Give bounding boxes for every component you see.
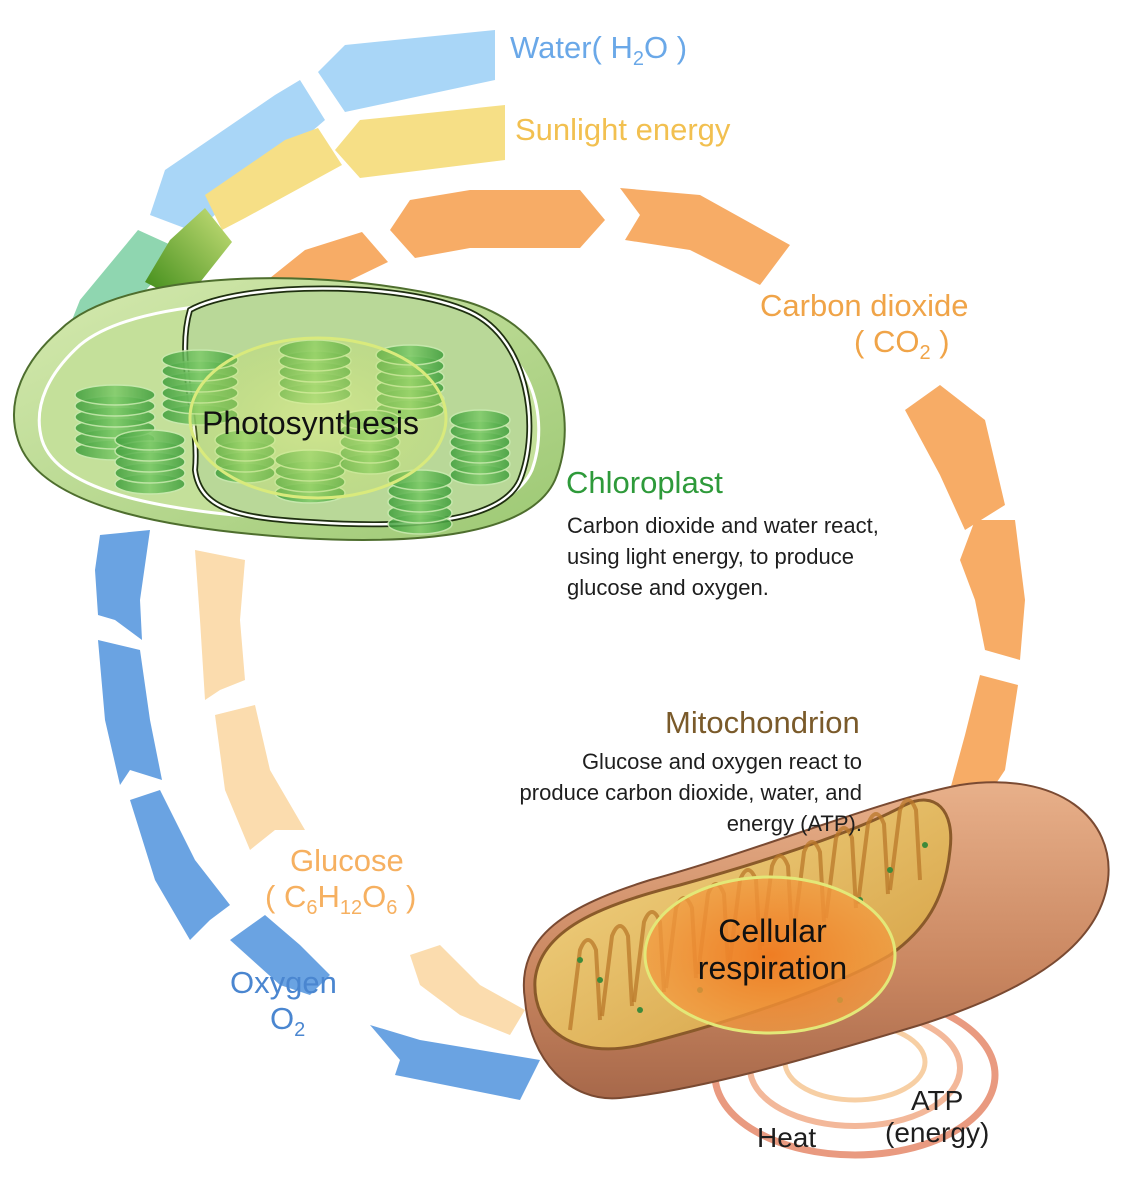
matrix-granule	[577, 957, 583, 963]
water-arrow-2	[150, 80, 325, 232]
mitochondrion-illustration	[522, 781, 1110, 1159]
chloroplast-description-line: glucose and oxygen.	[567, 575, 769, 600]
water-arrow-1	[318, 30, 495, 112]
sunlight-label: Sunlight energy	[515, 112, 731, 147]
crista-fold	[568, 938, 602, 1031]
oxygen-arrow-1	[95, 530, 150, 640]
co2-arrow-4	[905, 385, 1005, 530]
oxygen-arrow-3	[130, 790, 230, 940]
photosynthesis-glow	[188, 336, 448, 500]
water-label: Water( H2O )	[510, 30, 688, 71]
crista-fold	[792, 840, 826, 933]
crista-fold	[824, 826, 858, 919]
chloroplast-cutaway-edge	[183, 287, 531, 526]
oxygen-arrow-5	[370, 1025, 540, 1100]
oxygen-label: Oxygen O2	[230, 965, 337, 1041]
photosynthesis-label: Photosynthesis	[202, 405, 420, 441]
co2-arrow-5	[960, 520, 1025, 660]
thylakoid-disc	[449, 409, 511, 431]
sunlight-arrow-2	[205, 128, 342, 230]
mitochondrion-description-line: energy (ATP).	[726, 811, 862, 836]
thylakoid-disc	[114, 429, 186, 451]
mitochondrion-title: Mitochondrion	[665, 705, 860, 740]
oxygen-arrow-2	[98, 640, 162, 785]
carbon-dioxide-label: Carbon dioxide ( CO2 )	[760, 288, 969, 364]
matrix-granule	[922, 842, 928, 848]
matrix-granule	[597, 977, 603, 983]
chloroplast-description: Carbon dioxide and water react, using li…	[567, 510, 879, 603]
matrix-granule	[887, 867, 893, 873]
co2-arrow-2	[620, 188, 790, 285]
matrix-granule	[637, 1007, 643, 1013]
mitochondrion-description-line: produce carbon dioxide, water, and	[519, 780, 862, 805]
glucose-arrow-2	[215, 705, 305, 850]
chloroplast-illustration	[13, 277, 566, 541]
heat-label: Heat	[757, 1122, 817, 1153]
crista-fold	[760, 854, 794, 947]
crista-fold	[888, 798, 922, 891]
glucose-arrow-3	[410, 945, 525, 1035]
cellular-respiration-glow	[643, 875, 897, 1035]
glucose-label: Glucose ( C6H12O6 )	[265, 843, 417, 919]
crista-fold	[856, 812, 890, 905]
mitochondrion-description: Glucose and oxygen react to produce carb…	[520, 746, 862, 839]
co2-arrow-6	[950, 675, 1018, 800]
sunlight-arrow-1	[335, 105, 505, 178]
mitochondrion-description-line: Glucose and oxygen react to	[581, 749, 862, 774]
thylakoid-disc	[74, 384, 156, 406]
sunlight-arrow-3	[145, 208, 232, 300]
chloroplast-description-line: Carbon dioxide and water react,	[567, 513, 879, 538]
atp-label: ATP (energy)	[885, 1085, 990, 1149]
oxygen-arrow-4	[230, 915, 330, 995]
glucose-arrow-1	[195, 550, 245, 700]
cellular-respiration-label: Cellular respiration	[697, 913, 848, 986]
chloroplast-description-line: using light energy, to produce	[567, 544, 854, 569]
chloroplast-title: Chloroplast	[566, 465, 723, 500]
co2-arrow-1	[390, 190, 605, 258]
crista-fold	[600, 924, 634, 1017]
